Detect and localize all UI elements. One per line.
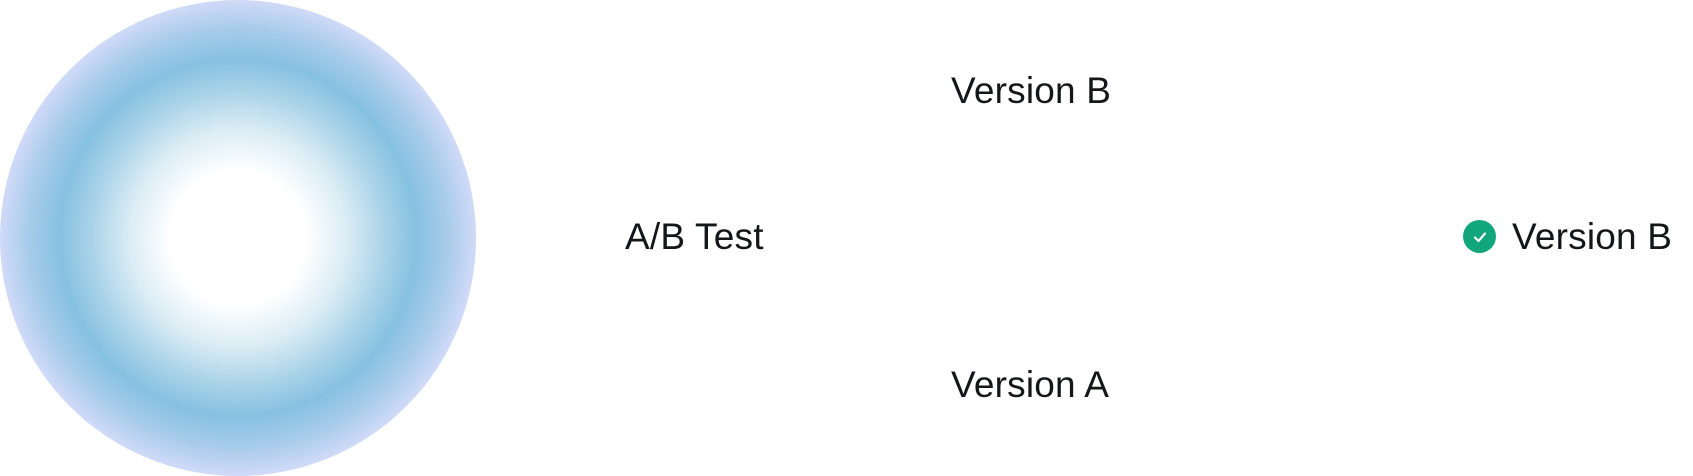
- check-circle-icon: [1463, 220, 1496, 253]
- gradient-orb: [0, 0, 476, 476]
- root-node-label: A/B Test: [625, 216, 764, 257]
- branch-bottom-label: Version A: [951, 364, 1110, 405]
- result-label: Version B: [1512, 216, 1673, 257]
- result-node: Version B: [1463, 218, 1672, 255]
- branch-top-label: Version B: [951, 70, 1112, 111]
